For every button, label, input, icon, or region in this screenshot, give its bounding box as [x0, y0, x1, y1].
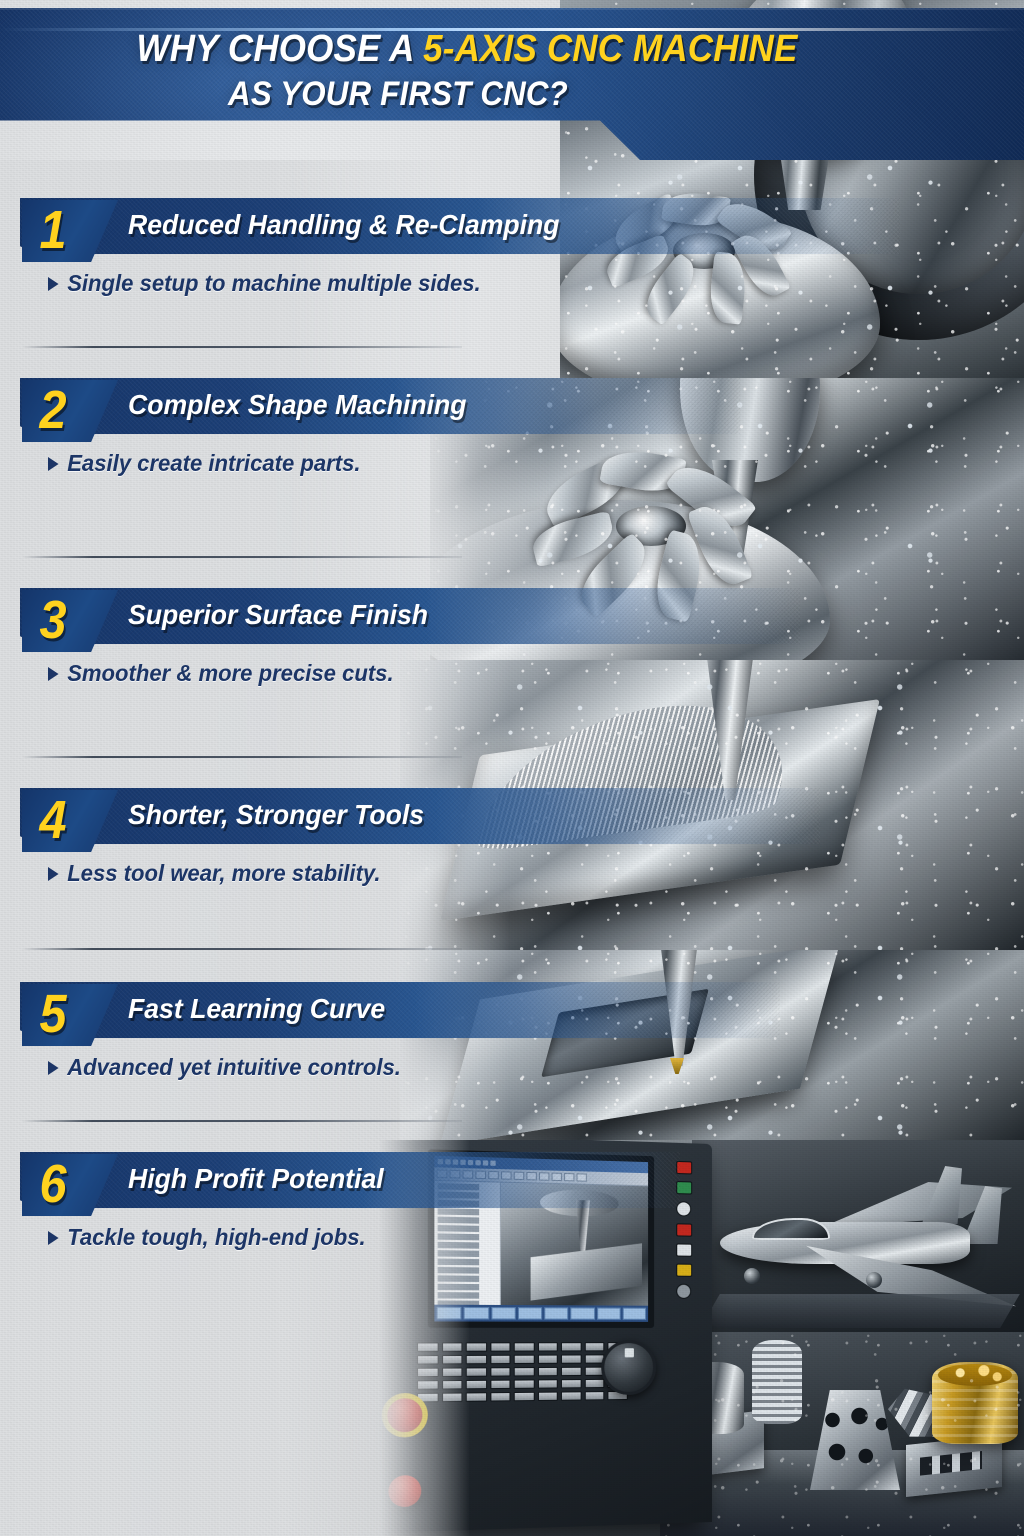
secondary-stop-button[interactable] — [388, 1474, 422, 1508]
title-prefix: WHY CHOOSE A — [136, 28, 424, 70]
triangle-bullet-icon — [48, 276, 59, 291]
benefit-bar-1 — [20, 198, 900, 254]
benefit-bar-2 — [20, 378, 740, 434]
benefit-title-1: Reduced Handling & Re-Clamping — [128, 209, 560, 240]
console-keypad[interactable] — [416, 1342, 628, 1403]
section-divider-2 — [22, 556, 462, 558]
triangle-bullet-icon — [48, 456, 59, 471]
benefit-number-2: 2 — [39, 380, 67, 440]
benefit-bullet-4: Less tool wear, more stability. — [67, 860, 381, 886]
triangle-bullet-icon — [48, 666, 59, 681]
benefit-bullet-6: Tackle tough, high-end jobs. — [67, 1224, 366, 1250]
benefit-item-3: 3 Superior Surface Finish Smoother & mor… — [0, 588, 1024, 686]
benefit-bullet-row-1: Single setup to machine multiple sides. — [48, 270, 481, 297]
emergency-stop-button[interactable] — [381, 1392, 428, 1438]
benefit-bar-3 — [20, 588, 800, 644]
benefit-title-3: Superior Surface Finish — [128, 599, 429, 630]
section-divider-4 — [22, 948, 462, 950]
benefit-title-2: Complex Shape Machining — [128, 389, 467, 420]
title-highlight: 5-AXIS CNC MACHINE — [423, 28, 798, 70]
page-title: WHY CHOOSE A 5-AXIS CNC MACHINE AS YOUR … — [0, 26, 1024, 116]
benefit-title-4: Shorter, Stronger Tools — [128, 799, 425, 830]
benefit-number-3: 3 — [39, 590, 67, 650]
section-divider-1 — [22, 346, 462, 348]
benefit-bar-6 — [20, 1152, 680, 1208]
triangle-bullet-icon — [48, 1230, 59, 1245]
benefit-bullet-row-3: Smoother & more precise cuts. — [48, 660, 394, 687]
benefit-number-6: 6 — [39, 1154, 67, 1214]
triangle-bullet-icon — [48, 866, 59, 881]
benefit-bullet-row-4: Less tool wear, more stability. — [48, 860, 381, 887]
benefit-title-5: Fast Learning Curve — [128, 993, 386, 1024]
benefit-number-tab-6: 6 — [22, 1154, 118, 1216]
benefit-bullet-5: Advanced yet intuitive controls. — [67, 1054, 401, 1080]
section-divider-3 — [22, 756, 462, 758]
benefit-item-1: 1 Reduced Handling & Re-Clamping Single … — [0, 198, 1024, 296]
benefit-number-tab-4: 4 — [22, 790, 118, 852]
triangle-bullet-icon — [48, 1060, 59, 1075]
benefit-item-4: 4 Shorter, Stronger Tools Less tool wear… — [0, 788, 1024, 886]
machined-fighter-jet-model — [692, 1140, 1024, 1348]
benefit-bar-5 — [20, 982, 780, 1038]
title-subline: AS YOUR FIRST CNC? — [228, 75, 568, 113]
benefit-item-5: 5 Fast Learning Curve Advanced yet intui… — [0, 982, 1024, 1080]
benefit-bullet-2: Easily create intricate parts. — [67, 450, 361, 476]
photo-console-jet-parts — [380, 1140, 1024, 1536]
benefit-title-6: High Profit Potential — [128, 1163, 384, 1194]
photo-pocket-milling — [400, 950, 1024, 1140]
benefit-bullet-row-6: Tackle tough, high-end jobs. — [48, 1224, 366, 1251]
section-divider-5 — [22, 1120, 462, 1122]
jog-wheel-dial[interactable] — [601, 1340, 657, 1396]
benefit-bullet-row-5: Advanced yet intuitive controls. — [48, 1054, 401, 1081]
precision-machined-parts-display — [660, 1332, 1024, 1536]
screen-softkey-row[interactable] — [434, 1304, 649, 1322]
benefit-number-1: 1 — [39, 200, 67, 260]
benefit-bullet-3: Smoother & more precise cuts. — [67, 660, 394, 686]
header-sheen-line — [0, 28, 1024, 31]
benefit-bar-4 — [20, 788, 820, 844]
benefit-number-4: 4 — [39, 790, 67, 850]
benefit-bullet-1: Single setup to machine multiple sides. — [67, 270, 481, 296]
benefit-item-6: 6 High Profit Potential Tackle tough, hi… — [0, 1152, 1024, 1250]
benefit-item-2: 2 Complex Shape Machining Easily create … — [0, 378, 1024, 476]
benefit-number-5: 5 — [39, 984, 67, 1044]
benefit-bullet-row-2: Easily create intricate parts. — [48, 450, 361, 477]
